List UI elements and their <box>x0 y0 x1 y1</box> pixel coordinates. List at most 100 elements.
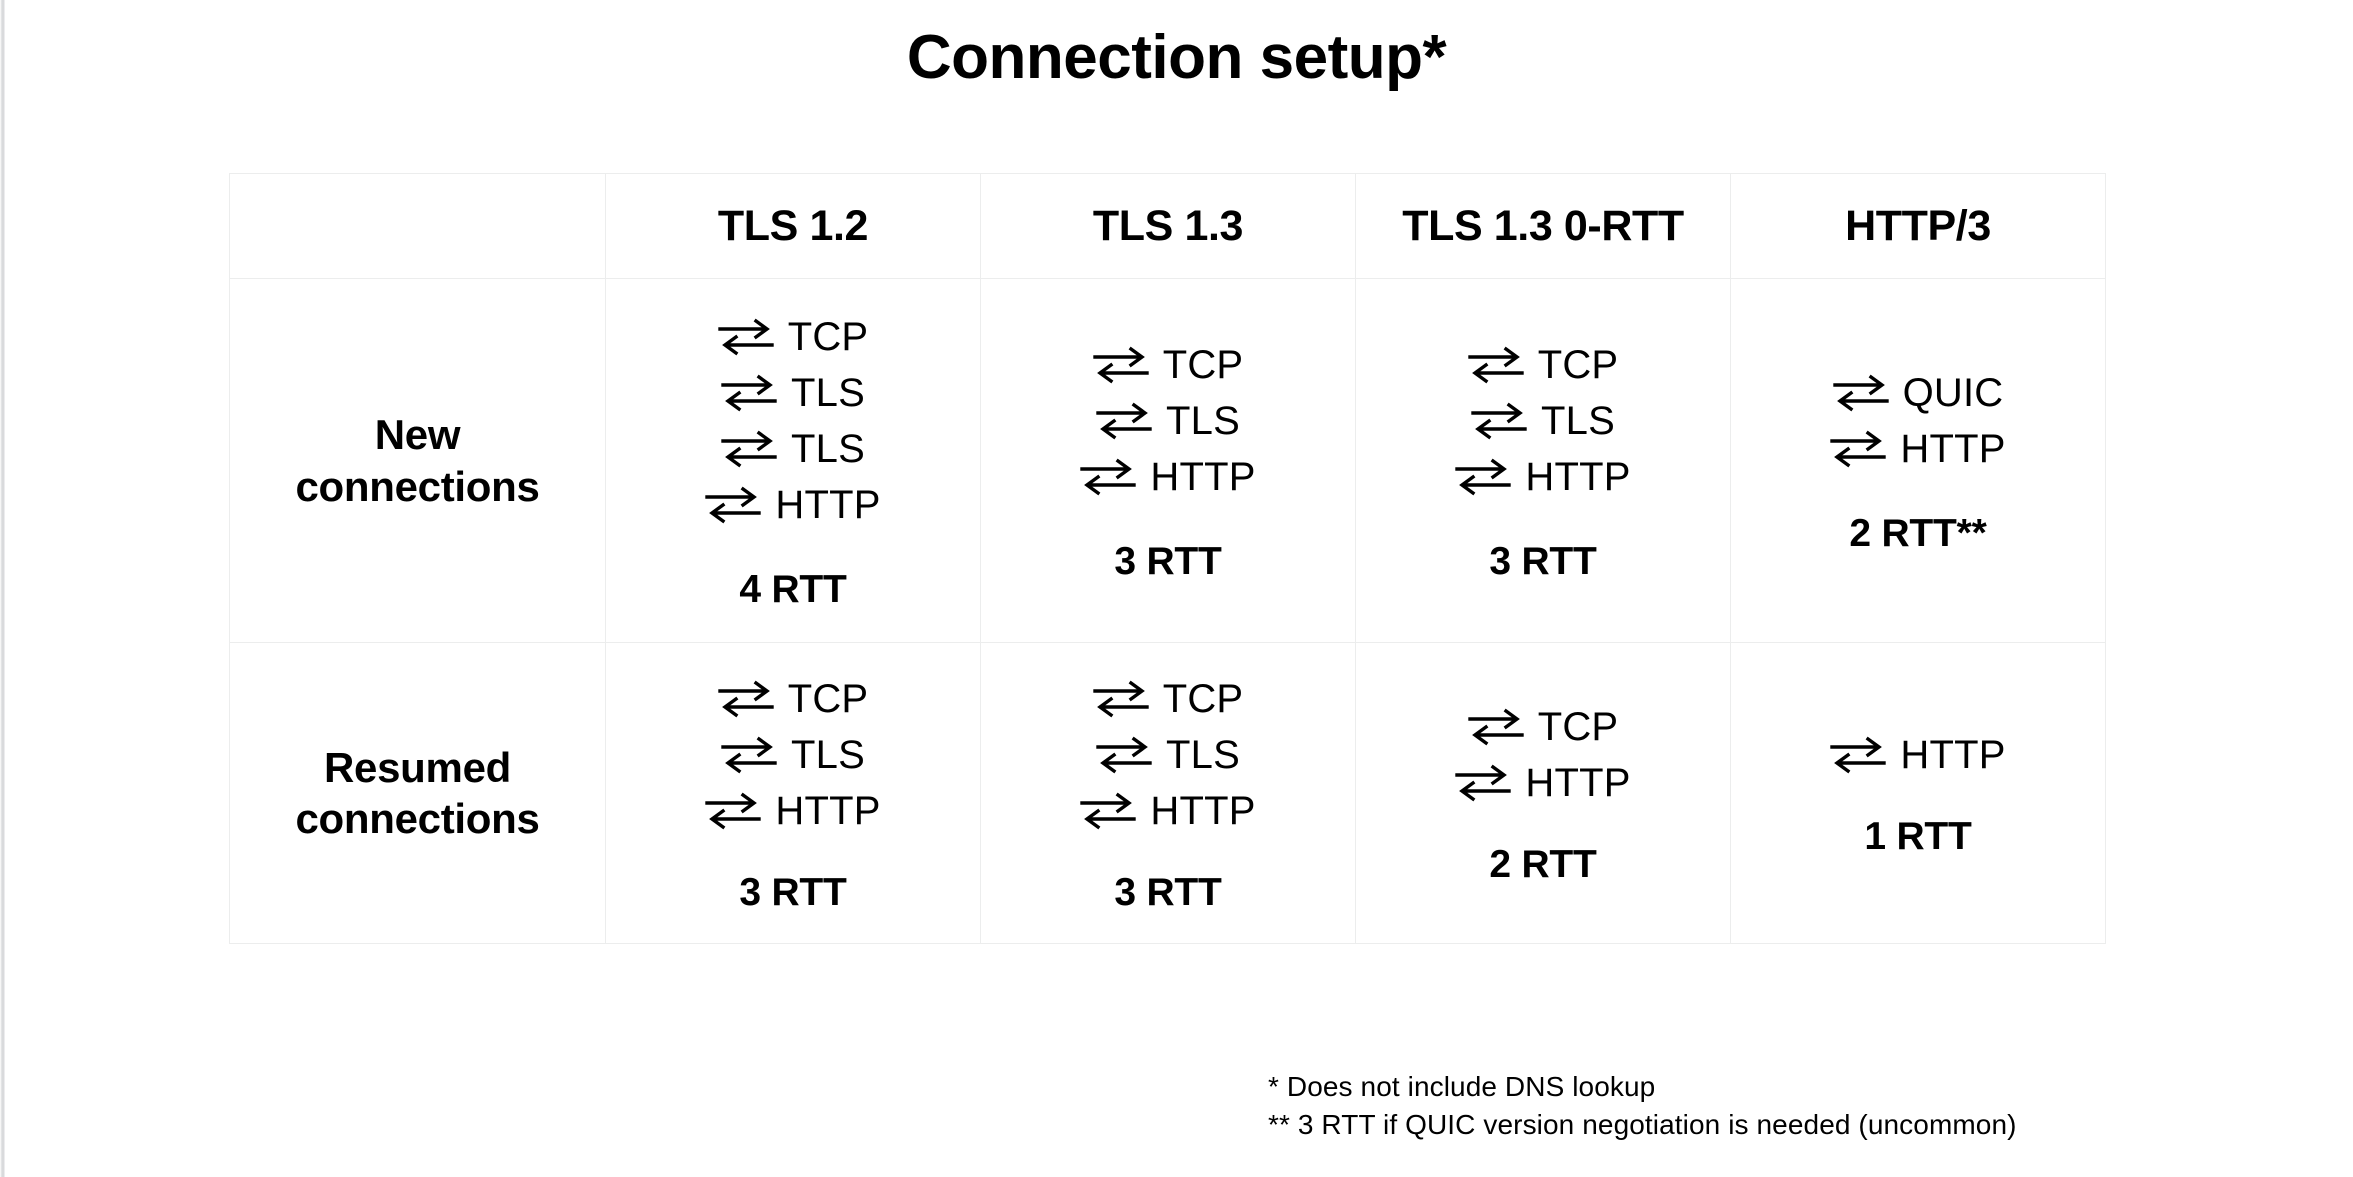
protocol-step: TCP <box>717 674 869 723</box>
rtt-total: 4 RTT <box>739 567 847 611</box>
protocol-step-label: TCP <box>787 315 869 359</box>
table-corner-cell <box>229 173 606 279</box>
protocol-step-label: TLS <box>1166 399 1240 443</box>
protocol-step-label: HTTP <box>775 788 881 833</box>
rtt-total: 1 RTT <box>1864 815 1972 858</box>
protocol-step: TCP <box>1092 341 1244 390</box>
protocol-step-label: TLS <box>791 732 865 777</box>
round-trip-arrows-icon <box>1096 398 1152 444</box>
protocol-step: HTTP <box>1080 786 1255 835</box>
protocol-step: HTTP <box>1455 453 1630 502</box>
step-list: QUIC HTTP <box>1731 369 2105 474</box>
rtt-total: 2 RTT** <box>1849 511 1987 555</box>
round-trip-arrows-icon <box>705 482 762 528</box>
protocol-step-label: TCP <box>1537 704 1619 749</box>
protocol-step: HTTP <box>1080 453 1255 502</box>
round-trip-arrows-icon <box>717 676 774 722</box>
protocol-step: TCP <box>1467 341 1619 390</box>
round-trip-arrows-icon <box>1092 676 1149 722</box>
round-trip-arrows-icon <box>1830 732 1887 778</box>
cell-new-tls13-0rtt: TCP TLS HTTP 3 RTT <box>1355 278 1731 643</box>
protocol-step: TCP <box>1092 674 1244 723</box>
table-header-row: TLS 1.2 TLS 1.3 TLS 1.3 0-RTT HTTP/3 <box>229 173 2106 279</box>
row-label-line-1: Resumed <box>324 743 511 791</box>
round-trip-arrows-icon <box>1455 454 1512 500</box>
cell-resumed-tls13: TCP TLS HTTP 3 RTT <box>980 642 1356 944</box>
protocol-step: HTTP <box>1830 425 2005 474</box>
protocol-step-label: TCP <box>1162 676 1244 721</box>
round-trip-arrows-icon <box>1096 732 1152 778</box>
protocol-step-label: TCP <box>1537 343 1619 387</box>
protocol-step-label: TLS <box>1166 732 1240 777</box>
row-label-new-connections: New connections <box>229 278 606 643</box>
rtt-total: 2 RTT <box>1489 843 1597 886</box>
protocol-step-label: TLS <box>1541 399 1615 443</box>
round-trip-arrows-icon <box>1832 370 1889 416</box>
protocol-step-label: HTTP <box>1150 455 1256 499</box>
table-row-resumed-connections: Resumed connections TCP TLS HTTP 3 RTT TCP… <box>229 642 2106 944</box>
round-trip-arrows-icon <box>721 426 777 472</box>
row-label-line-2: connections <box>295 462 540 510</box>
row-label-line-2: connections <box>295 795 540 842</box>
cell-new-tls13: TCP TLS HTTP 3 RTT <box>980 278 1356 643</box>
protocol-step-label: TCP <box>1162 343 1244 387</box>
protocol-step-label: HTTP <box>1900 427 2006 471</box>
protocol-step-label: TCP <box>787 676 869 721</box>
round-trip-arrows-icon <box>717 314 774 360</box>
step-list: TCP TLS HTTP <box>606 674 980 835</box>
table-header: TLS 1.2 TLS 1.3 TLS 1.3 0-RTT HTTP/3 <box>229 173 2106 279</box>
protocol-step-label: QUIC <box>1902 371 2004 415</box>
protocol-step: HTTP <box>1830 730 2005 779</box>
rtt-total: 3 RTT <box>1114 539 1222 583</box>
row-label-resumed-connections: Resumed connections <box>229 642 606 944</box>
cell-resumed-tls12: TCP TLS HTTP 3 RTT <box>605 642 981 944</box>
footnote-dns-lookup: * Does not include DNS lookup <box>1268 1071 1656 1102</box>
protocol-step-label: TLS <box>791 371 865 415</box>
protocol-step: TCP <box>717 313 869 362</box>
column-header-tls13: TLS 1.3 <box>980 173 1356 279</box>
protocol-step: TLS <box>721 425 865 474</box>
step-list: TCP TLS HTTP <box>1356 341 1730 502</box>
round-trip-arrows-icon <box>721 732 777 778</box>
protocol-step: TLS <box>721 730 865 779</box>
rtt-total: 3 RTT <box>1489 539 1597 583</box>
step-list: TCP TLS TLS HTTP <box>606 313 980 530</box>
protocol-step-label: HTTP <box>1525 455 1631 499</box>
footnotes: * Does not include DNS lookup ** 3 RTT i… <box>1268 1068 2017 1145</box>
round-trip-arrows-icon <box>1471 398 1527 444</box>
round-trip-arrows-icon <box>1092 342 1149 388</box>
protocol-step: TLS <box>1471 397 1615 446</box>
round-trip-arrows-icon <box>1455 760 1512 806</box>
protocol-step: QUIC <box>1832 369 2004 418</box>
protocol-step: HTTP <box>1455 758 1630 807</box>
protocol-step: TLS <box>1096 730 1240 779</box>
cell-resumed-tls13-0rtt: TCP HTTP 2 RTT <box>1355 642 1731 944</box>
round-trip-arrows-icon <box>705 788 762 834</box>
round-trip-arrows-icon <box>1080 788 1137 834</box>
rtt-total: 3 RTT <box>739 871 847 914</box>
step-list: TCP TLS HTTP <box>981 341 1355 502</box>
protocol-step-label: TLS <box>791 427 865 471</box>
protocol-step: TLS <box>721 369 865 418</box>
slide-left-edge <box>0 0 5 1177</box>
connection-setup-table: TLS 1.2 TLS 1.3 TLS 1.3 0-RTT HTTP/3 New… <box>229 173 2106 944</box>
protocol-step-label: HTTP <box>1900 732 2006 777</box>
step-list: TCP HTTP <box>1356 702 1730 807</box>
cell-resumed-http3: HTTP 1 RTT <box>1730 642 2106 944</box>
row-label-line-1: New <box>374 411 461 459</box>
round-trip-arrows-icon <box>1830 426 1887 472</box>
step-list: TCP TLS HTTP <box>981 674 1355 835</box>
round-trip-arrows-icon <box>1467 342 1524 388</box>
protocol-step: HTTP <box>705 481 880 530</box>
round-trip-arrows-icon <box>721 370 777 416</box>
column-header-tls12: TLS 1.2 <box>605 173 981 279</box>
rtt-total: 3 RTT <box>1114 871 1222 914</box>
protocol-step-label: HTTP <box>1150 788 1256 833</box>
column-header-http3: HTTP/3 <box>1730 173 2106 279</box>
cell-new-tls12: TCP TLS TLS HTTP 4 RTT <box>605 278 981 643</box>
protocol-step: TLS <box>1096 397 1240 446</box>
round-trip-arrows-icon <box>1467 704 1524 750</box>
